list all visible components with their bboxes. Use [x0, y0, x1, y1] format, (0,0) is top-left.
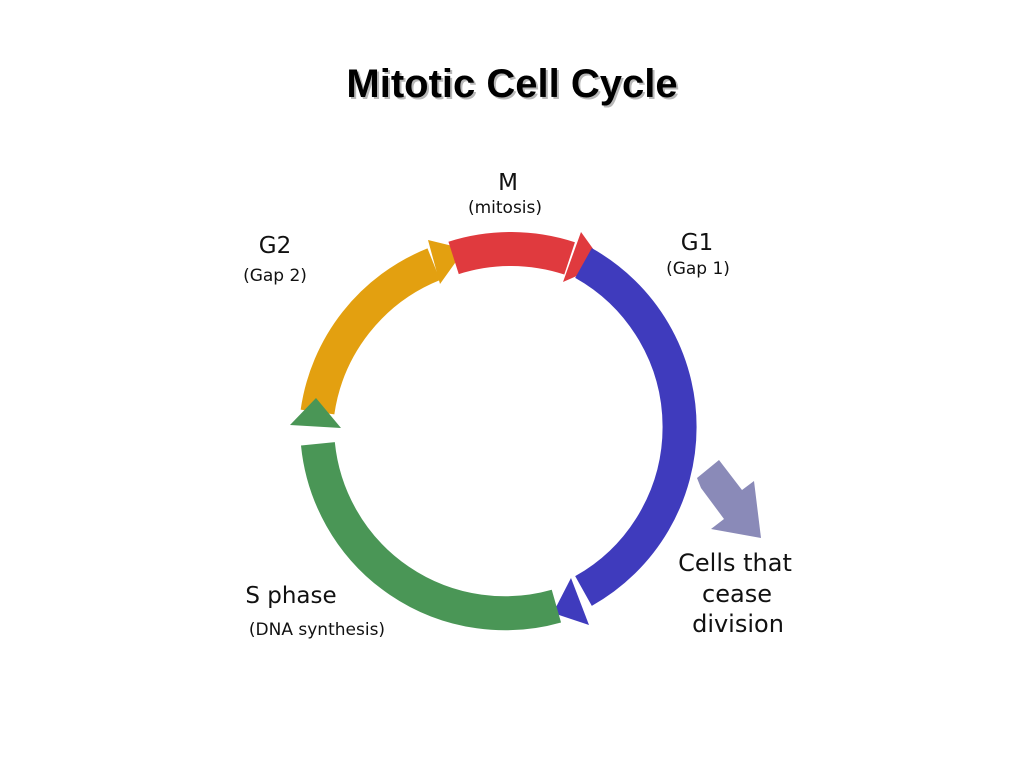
exit-arrow	[697, 460, 761, 538]
m-arrowhead	[563, 232, 604, 282]
g1-arrowhead	[553, 578, 589, 625]
g1-detail: (Gap 1)	[666, 259, 730, 279]
s-label: S phase	[245, 583, 336, 609]
exit-label-line-3: division	[692, 610, 784, 638]
g2-arc	[300, 248, 441, 415]
m-label: M	[498, 170, 518, 196]
m-detail: (mitosis)	[468, 198, 542, 218]
g2-detail: (Gap 2)	[243, 266, 307, 286]
s-detail: (DNA synthesis)	[249, 620, 385, 640]
g1-label: G1	[681, 230, 713, 256]
s-arrowhead	[290, 398, 341, 428]
slide-title: Mitotic Cell Cycle	[346, 62, 678, 106]
s-arc	[300, 441, 562, 631]
g1-arc	[575, 248, 697, 606]
g2-label: G2	[259, 233, 291, 259]
exit-label-line-1: Cells that	[678, 549, 792, 577]
exit-label-line-2: cease	[702, 580, 772, 608]
m-arc	[448, 232, 575, 275]
